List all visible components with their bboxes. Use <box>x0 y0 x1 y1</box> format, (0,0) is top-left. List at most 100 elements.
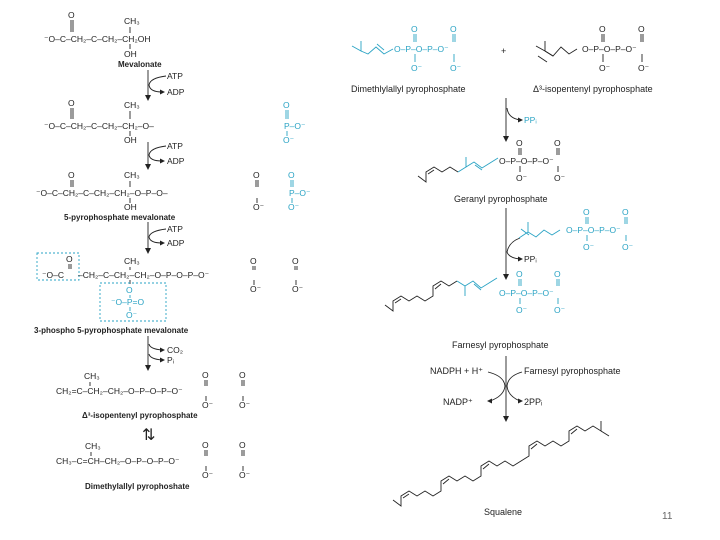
svg-text:O: O <box>239 370 246 380</box>
svg-text:O: O <box>638 24 645 34</box>
mevalonate-oh: OH <box>124 49 137 59</box>
svg-text:O⁻: O⁻ <box>411 63 423 73</box>
phospho-pyrophosphomevalonate-structure: O CH₃ O O ⁻O–C –CH₂–C–CH₂–CH₂–O–P–O–P–O⁻… <box>34 252 304 335</box>
phosphomevalonate-structure: O CH₃ O ⁻O–C–CH₂–C–CH₂–CH₂–O– P–O⁻ OH O⁻ <box>44 98 306 145</box>
plus-sign: + <box>501 46 506 56</box>
farnesyl-structure: O O O–P–O–P–O⁻ O⁻ O⁻ Farnesyl pyrophosph… <box>384 269 566 350</box>
mevalonate-label: Mevalonate <box>118 60 162 69</box>
ipp-right-structure: O O O–P–O–P–O⁻ O⁻ O⁻ Δ³-isopentenyl pyro… <box>533 24 653 94</box>
step4-arrow: CO₂ Pᵢ <box>145 336 183 371</box>
svg-text:O: O <box>583 207 590 217</box>
right-step3-nadp: NADP⁺ <box>443 397 473 407</box>
svg-text:O⁻: O⁻ <box>516 305 528 315</box>
svg-text:OH: OH <box>124 135 137 145</box>
step2-adp: ADP <box>167 156 185 166</box>
geranyl-phosphate: O–P–O–P–O⁻ <box>499 156 554 166</box>
svg-text:O: O <box>68 170 75 180</box>
svg-text:CH₃: CH₃ <box>124 100 140 110</box>
ipp-left-structure: CH₃ O O CH₂=C–CH₂–CH₂–O–P–O–P–O⁻ O⁻ O⁻ Δ… <box>56 370 251 420</box>
squalene-structure: Squalene <box>392 421 610 517</box>
geranyl-structure: O O O–P–O–P–O⁻ O⁻ O⁻ Geranyl pyrophospha… <box>417 138 566 204</box>
ipp-added-phosphate: O–P–O–P–O⁻ <box>566 225 621 235</box>
mevalonate-ch3: CH₃ <box>124 16 140 26</box>
ipp-left-formula: CH₂=C–CH₂–CH₂–O–P–O–P–O⁻ <box>56 386 183 396</box>
svg-text:O⁻: O⁻ <box>250 284 262 294</box>
svg-text:O: O <box>283 100 290 110</box>
svg-text:O⁻: O⁻ <box>202 400 214 410</box>
svg-text:O⁻: O⁻ <box>450 63 462 73</box>
phospho-carboxyl: ⁻O–C <box>42 270 64 280</box>
svg-text:O⁻: O⁻ <box>253 202 265 212</box>
farnesyl-label: Farnesyl pyrophosphate <box>452 340 549 350</box>
ipp-right-phosphate: O–P–O–P–O⁻ <box>582 44 637 54</box>
svg-text:O: O <box>126 285 133 295</box>
svg-text:O⁻: O⁻ <box>292 284 304 294</box>
step3-arrow: ATP ADP <box>145 222 185 254</box>
phospho-pyrophospho-formula: –CH₂–C–CH₂–CH₂–O–P–O–P–O⁻ <box>78 270 210 280</box>
svg-text:O⁻: O⁻ <box>239 400 251 410</box>
squalene-label: Squalene <box>484 507 522 517</box>
svg-text:O: O <box>288 170 295 180</box>
svg-text:O⁻: O⁻ <box>283 135 295 145</box>
right-step3-nadph: NADPH + H⁺ <box>430 366 483 376</box>
dmapp-left-formula: CH₃–C=CH–CH₂–O–P–O–P–O⁻ <box>56 456 180 466</box>
pyrophosphomevalonate-formula: ⁻O–C–CH₂–C–CH₂–CH₂–O–P–O– <box>36 188 168 198</box>
svg-text:O⁻: O⁻ <box>638 63 650 73</box>
svg-text:O: O <box>516 269 523 279</box>
step1-adp: ADP <box>167 87 185 97</box>
svg-text:O: O <box>239 440 246 450</box>
right-step3-arrow: NADPH + H⁺ Farnesyl pyrophosphate NADP⁺ … <box>430 356 621 422</box>
svg-text:O⁻: O⁻ <box>126 310 138 320</box>
page-number: 11 <box>662 511 673 522</box>
svg-text:O: O <box>202 370 209 380</box>
step2-arrow: ATP ADP <box>145 141 185 170</box>
svg-text:OH: OH <box>124 202 137 212</box>
svg-text:O: O <box>516 138 523 148</box>
step3-adp: ADP <box>167 238 185 248</box>
ipp-right-label: Δ³-isopentenyl pyrophosphate <box>533 84 653 94</box>
step1-arrow: ATP ADP <box>145 70 185 101</box>
right-step2-arrow: PPᵢ <box>503 208 537 280</box>
phosphate-highlight-box <box>99 282 167 322</box>
svg-text:O: O <box>292 256 299 266</box>
svg-text:O: O <box>250 256 257 266</box>
svg-text:O: O <box>622 207 629 217</box>
svg-text:O⁻: O⁻ <box>554 305 566 315</box>
svg-text:O: O <box>450 24 457 34</box>
svg-text:O: O <box>68 98 75 108</box>
right-step3-ppi: 2PPᵢ <box>524 397 542 407</box>
dmapp-left-structure: CH₃ O O CH₃–C=CH–CH₂–O–P–O–P–O⁻ O⁻ O⁻ Di… <box>56 440 251 491</box>
svg-text:O: O <box>66 254 73 264</box>
pyrophosphomevalonate-phosphate: P–O⁻ <box>289 188 311 198</box>
svg-text:CH₃: CH₃ <box>124 170 140 180</box>
step1-atp: ATP <box>167 71 183 81</box>
svg-text:O: O <box>554 138 561 148</box>
mevalonate-structure: O CH₃ ⁻O–C–CH₂–C–CH₂–CH₂OH OH Mevalonate <box>44 10 162 69</box>
phosphomevalonate-formula: ⁻O–C–CH₂–C–CH₂–CH₂–O– <box>44 121 154 131</box>
phospho-pyrophospho-label: 3-phospho 5-pyrophosphate mevalonate <box>34 326 189 335</box>
svg-text:O: O <box>253 170 260 180</box>
svg-text:O: O <box>554 269 561 279</box>
isomerase-equilibrium-glyph: ⇅ <box>142 425 155 444</box>
step2-atp: ATP <box>167 141 183 151</box>
ipp-added-structure: O O O–P–O–P–O⁻ O⁻ O⁻ <box>518 207 634 252</box>
phospho-phosphate-group: ⁻O–P=O <box>111 297 144 307</box>
svg-text:CH₃: CH₃ <box>85 441 101 451</box>
mevalonate-o-top: O <box>68 10 75 20</box>
right-step1-ppi: PPᵢ <box>524 115 537 125</box>
svg-text:O: O <box>411 24 418 34</box>
pyrophosphomevalonate-structure: O CH₃ O O ⁻O–C–CH₂–C–CH₂–CH₂–O–P–O– P–O⁻… <box>36 170 311 222</box>
step3-atp: ATP <box>167 224 183 234</box>
right-step3-farnesyl-in: Farnesyl pyrophosphate <box>524 366 621 376</box>
svg-text:O⁻: O⁻ <box>583 242 595 252</box>
svg-text:O⁻: O⁻ <box>288 202 300 212</box>
svg-text:O⁻: O⁻ <box>599 63 611 73</box>
svg-text:O: O <box>202 440 209 450</box>
geranyl-label: Geranyl pyrophosphate <box>454 194 548 204</box>
step4-pi: Pᵢ <box>167 355 174 365</box>
svg-text:CH₃: CH₃ <box>84 371 100 381</box>
mevalonate-formula: ⁻O–C–CH₂–C–CH₂–CH₂OH <box>44 34 151 44</box>
pyrophosphomevalonate-label: 5-pyrophosphate mevalonate <box>64 213 176 222</box>
svg-text:CH₃: CH₃ <box>124 256 140 266</box>
